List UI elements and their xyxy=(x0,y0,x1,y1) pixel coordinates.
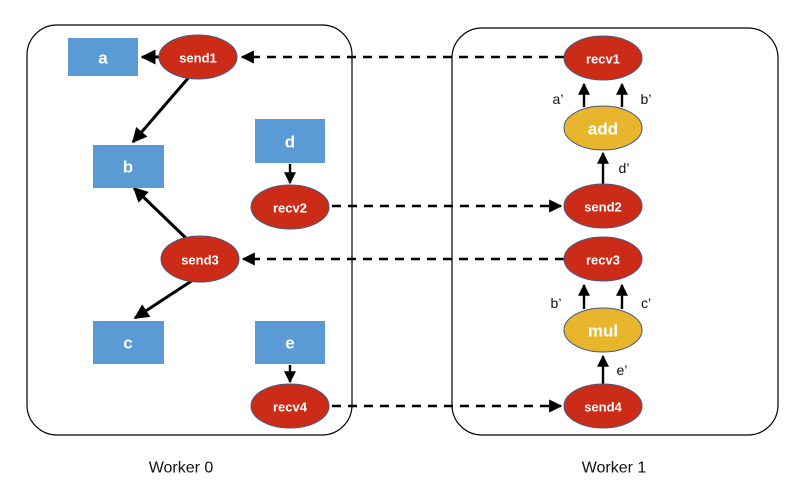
node-send3[interactable]: send3 xyxy=(160,235,240,283)
data-boxes: a b c d e xyxy=(68,38,325,364)
box-a[interactable]: a xyxy=(68,38,138,76)
intra-worker-edges xyxy=(131,49,628,384)
node-recv3[interactable]: recv3 xyxy=(563,236,643,282)
edge-label-b-prime-top: b’ xyxy=(641,91,652,107)
worker-captions: Worker 0 Worker 1 xyxy=(149,460,647,477)
node-recv4[interactable]: recv4 xyxy=(250,383,330,429)
node-add[interactable]: add xyxy=(563,105,643,151)
ellipse-nodes: send1 recv2 send3 recv4 recv1 add xyxy=(158,34,643,429)
box-d-rect[interactable] xyxy=(255,119,325,163)
box-a-rect[interactable] xyxy=(68,38,138,76)
edge-send1-to-b xyxy=(131,75,192,144)
worker-containers xyxy=(26,24,779,436)
edge-b-to-send3 xyxy=(132,186,192,244)
node-recv2-shape[interactable] xyxy=(250,184,330,230)
box-b-rect[interactable] xyxy=(93,145,164,188)
node-send3-shape[interactable] xyxy=(160,235,240,283)
box-e[interactable]: e xyxy=(255,321,325,364)
node-add-shape[interactable] xyxy=(563,105,643,151)
node-send2[interactable]: send2 xyxy=(563,183,643,229)
node-recv3-shape[interactable] xyxy=(563,236,643,282)
node-recv2[interactable]: recv2 xyxy=(250,184,330,230)
node-recv4-shape[interactable] xyxy=(250,383,330,429)
node-send1[interactable]: send1 xyxy=(158,34,238,80)
cross-worker-edges xyxy=(240,50,564,413)
box-c[interactable]: c xyxy=(93,321,164,364)
container-worker-0 xyxy=(26,24,353,436)
edge-label-d-prime: d’ xyxy=(619,160,630,176)
box-d[interactable]: d xyxy=(255,119,325,163)
edge-label-b-prime-bottom: b’ xyxy=(551,295,562,311)
box-e-rect[interactable] xyxy=(255,321,325,364)
node-send2-shape[interactable] xyxy=(563,183,643,229)
worker-1-caption: Worker 1 xyxy=(582,460,647,477)
container-worker-1 xyxy=(451,27,779,436)
box-b[interactable]: b xyxy=(93,145,164,188)
node-send4[interactable]: send4 xyxy=(563,383,643,429)
edge-label-c-prime: c’ xyxy=(641,295,651,311)
node-mul[interactable]: mul xyxy=(563,307,643,353)
node-send4-shape[interactable] xyxy=(563,383,643,429)
box-c-rect[interactable] xyxy=(93,321,164,364)
node-recv1[interactable]: recv1 xyxy=(563,35,643,81)
edge-label-a-prime: a’ xyxy=(553,91,564,107)
node-recv1-shape[interactable] xyxy=(563,35,643,81)
worker-0-caption: Worker 0 xyxy=(149,460,214,477)
node-send1-shape[interactable] xyxy=(158,34,238,80)
edge-label-e-prime: e’ xyxy=(617,362,628,378)
edge-send3-to-c xyxy=(133,278,194,320)
edge-labels: a’ b’ d’ b’ c’ e’ xyxy=(551,91,652,378)
node-mul-shape[interactable] xyxy=(563,307,643,353)
